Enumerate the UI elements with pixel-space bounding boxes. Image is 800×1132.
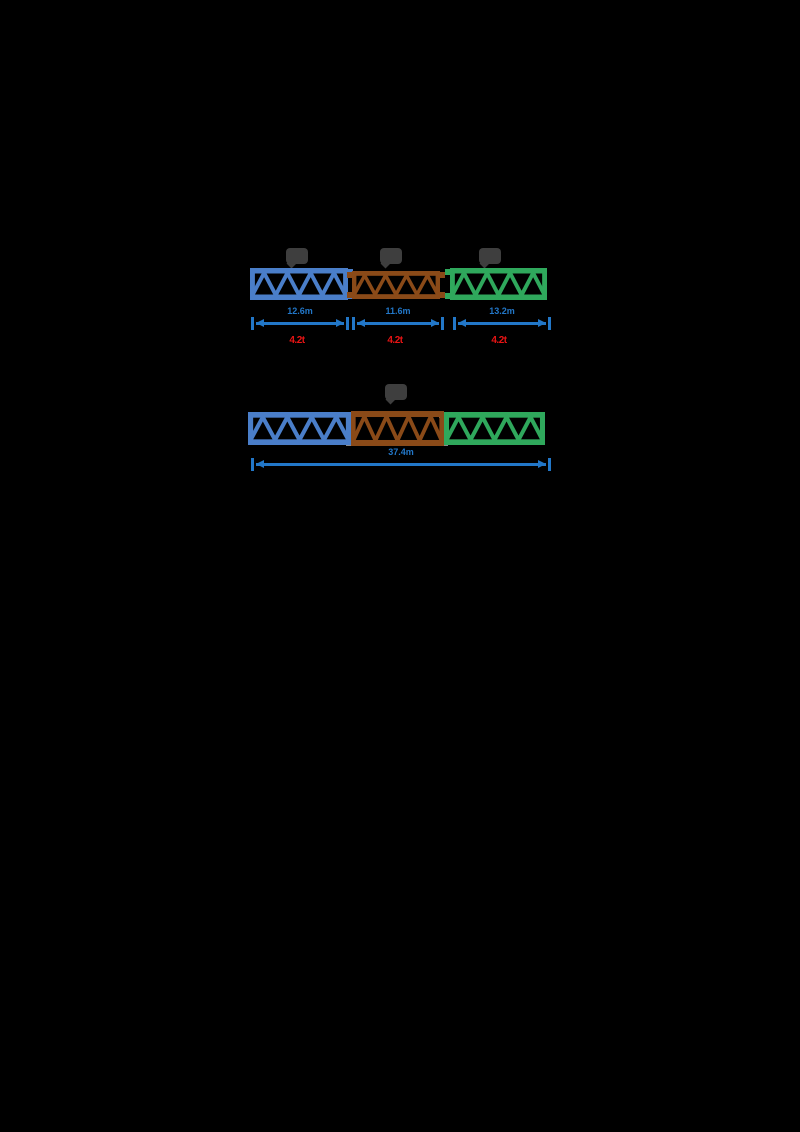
truss-segment-brown [351, 411, 444, 446]
connector-tab-icon [445, 269, 450, 275]
callout-bubble-icon [286, 248, 308, 264]
connector-tab-icon [440, 272, 445, 278]
truss-segment-green [445, 268, 547, 300]
dimension-line-total: 37.4m [251, 447, 551, 471]
dimension-bar [256, 322, 344, 325]
weight-label: 4.2t [289, 335, 305, 346]
separated-segments-diagram: 12.6m 11.6m 13.2m 4.2t 4.2t 4.2t [248, 246, 551, 352]
length-label: 11.6m [385, 306, 411, 316]
total-length-label: 37.4m [388, 447, 414, 457]
dimension-bar [256, 463, 546, 466]
truss-segment-green [444, 412, 545, 445]
joined-assembly-diagram: 37.4m [248, 384, 551, 480]
truss-segment-blue [248, 412, 351, 445]
truss-segment-brown [347, 271, 445, 299]
dimension-bar [357, 322, 439, 325]
callout-bubble-icon [385, 384, 407, 400]
length-label: 12.6m [287, 306, 313, 316]
weight-label: 4.2t [387, 335, 403, 346]
connector-tab-icon [347, 272, 352, 278]
callout-bubble-icon [479, 248, 501, 264]
length-label: 13.2m [489, 306, 515, 316]
connector-tab-icon [440, 292, 445, 298]
truss-segment-blue [250, 268, 353, 300]
dimension-bar [458, 322, 546, 325]
callout-bubble-icon [380, 248, 402, 264]
weight-label: 4.2t [491, 335, 507, 346]
dimension-line-brown-segment: 11.6m [352, 306, 444, 330]
connector-tab-icon [347, 292, 352, 298]
dimension-line-green-segment: 13.2m [453, 306, 551, 330]
connector-tab-icon [445, 293, 450, 299]
dimension-line-blue-segment: 12.6m [251, 306, 349, 330]
